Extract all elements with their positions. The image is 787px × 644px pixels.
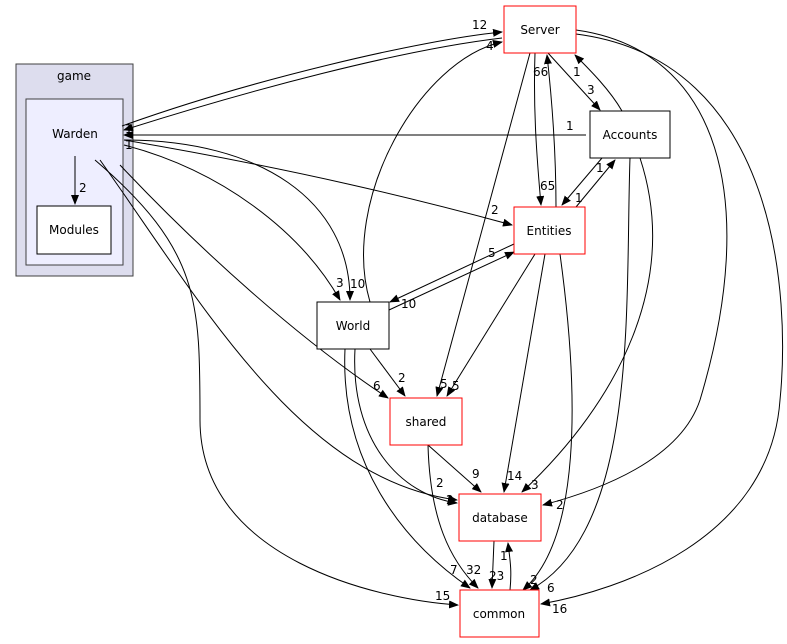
edge-server-entities <box>533 52 545 206</box>
edge-server-database <box>542 29 728 507</box>
edge-label[interactable]: 14 <box>507 469 522 483</box>
edge-label[interactable]: 32 <box>466 563 481 577</box>
world-label: World <box>336 319 370 333</box>
edge-server-warden <box>123 37 503 132</box>
edge-world-shared <box>369 348 406 397</box>
edge-label[interactable]: 10 <box>350 277 365 291</box>
edge-label[interactable]: 2 <box>398 371 406 385</box>
edge-label[interactable]: 23 <box>489 569 504 583</box>
edge-shared-database <box>427 444 482 493</box>
edge-world-common <box>344 348 471 589</box>
edge-label[interactable]: 16 <box>552 602 567 616</box>
edge-entities-common <box>522 253 573 591</box>
warden-label: Warden <box>52 127 98 141</box>
edge-label[interactable]: 5 <box>440 377 448 391</box>
edge-label[interactable]: 65 <box>540 179 555 193</box>
edges <box>71 28 784 609</box>
entities-label: Entities <box>527 224 572 238</box>
edge-server-world <box>123 139 354 301</box>
edge-warden-common <box>94 159 459 609</box>
node-common[interactable]: common <box>459 589 540 638</box>
edge-common-database <box>505 542 514 591</box>
edge-label[interactable]: 2 <box>491 203 499 217</box>
common-label: common <box>473 607 525 621</box>
node-entities[interactable]: Entities <box>513 206 586 255</box>
edge-label[interactable]: 5 <box>488 246 496 260</box>
edge-label[interactable]: 1 <box>596 161 604 175</box>
modules-label: Modules <box>49 223 99 237</box>
edge-warden-world <box>123 144 341 301</box>
edge-accounts-common <box>529 157 631 591</box>
edge-world-entities <box>388 251 515 311</box>
node-server[interactable]: Server <box>503 5 577 54</box>
node-shared[interactable]: shared <box>389 397 463 446</box>
edge-warden-database <box>99 159 458 503</box>
edge-entities-database <box>501 253 546 493</box>
edge-label[interactable]: 2 <box>436 476 444 490</box>
edge-entities-accounts <box>575 159 616 208</box>
edge-label[interactable]: 1 <box>125 122 133 136</box>
edge-server-common <box>540 33 784 607</box>
edge-label[interactable]: 6 <box>547 581 555 595</box>
edge-label[interactable]: 6 <box>373 379 381 393</box>
edge-label[interactable]: 1 <box>573 65 581 79</box>
edge-label[interactable]: 9 <box>472 467 480 481</box>
edge-label[interactable]: 1 <box>125 138 133 152</box>
node-world[interactable]: World <box>316 301 390 350</box>
edge-database-common <box>488 540 497 589</box>
edge-label[interactable]: 66 <box>533 65 548 79</box>
database-label: database <box>472 511 528 525</box>
accounts-label: Accounts <box>603 128 658 142</box>
edge-label[interactable]: 1 <box>575 191 583 205</box>
edge-label[interactable]: 15 <box>435 589 450 603</box>
edge-label[interactable]: 1 <box>566 119 574 133</box>
edge-label[interactable]: 5 <box>452 379 460 393</box>
edge-accounts-entities <box>561 157 603 206</box>
edge-label[interactable]: 2 <box>530 573 538 587</box>
edge-accounts-database <box>521 157 653 493</box>
edge-entities-server <box>544 54 557 208</box>
edge-shared-common <box>427 444 479 589</box>
node-database[interactable]: database <box>458 493 542 542</box>
edge-server-accounts <box>547 52 601 111</box>
edge-label[interactable]: 3 <box>336 276 344 290</box>
edge-entities-world <box>389 243 515 303</box>
edge-label[interactable]: 2 <box>556 498 564 512</box>
edge-entities-shared <box>446 253 536 397</box>
edge-world-server <box>363 40 503 303</box>
cluster-game-label: game <box>57 69 91 83</box>
shared-label: shared <box>406 415 447 429</box>
server-label: Server <box>520 23 559 37</box>
edge-label[interactable]: 3 <box>531 478 539 492</box>
edge-label[interactable]: 3 <box>587 83 595 97</box>
edge-label[interactable]: 10 <box>401 297 416 311</box>
edge-label[interactable]: 2 <box>79 181 87 195</box>
edge-accounts-server <box>574 54 623 112</box>
edge-warden-shared <box>119 164 389 399</box>
edge-warden-server <box>121 28 503 127</box>
edge-server-shared <box>435 52 531 397</box>
edge-label[interactable]: 2 <box>446 493 454 507</box>
edge-label[interactable]: 7 <box>450 563 458 577</box>
edge-world-database <box>354 348 458 506</box>
node-accounts[interactable]: Accounts <box>589 110 671 159</box>
edge-label[interactable]: 12 <box>472 18 487 32</box>
edge-label[interactable]: 4 <box>486 39 494 53</box>
edge-label[interactable]: 1 <box>500 549 508 563</box>
edge-warden-entities <box>123 139 513 227</box>
node-modules[interactable]: Modules <box>36 205 112 255</box>
